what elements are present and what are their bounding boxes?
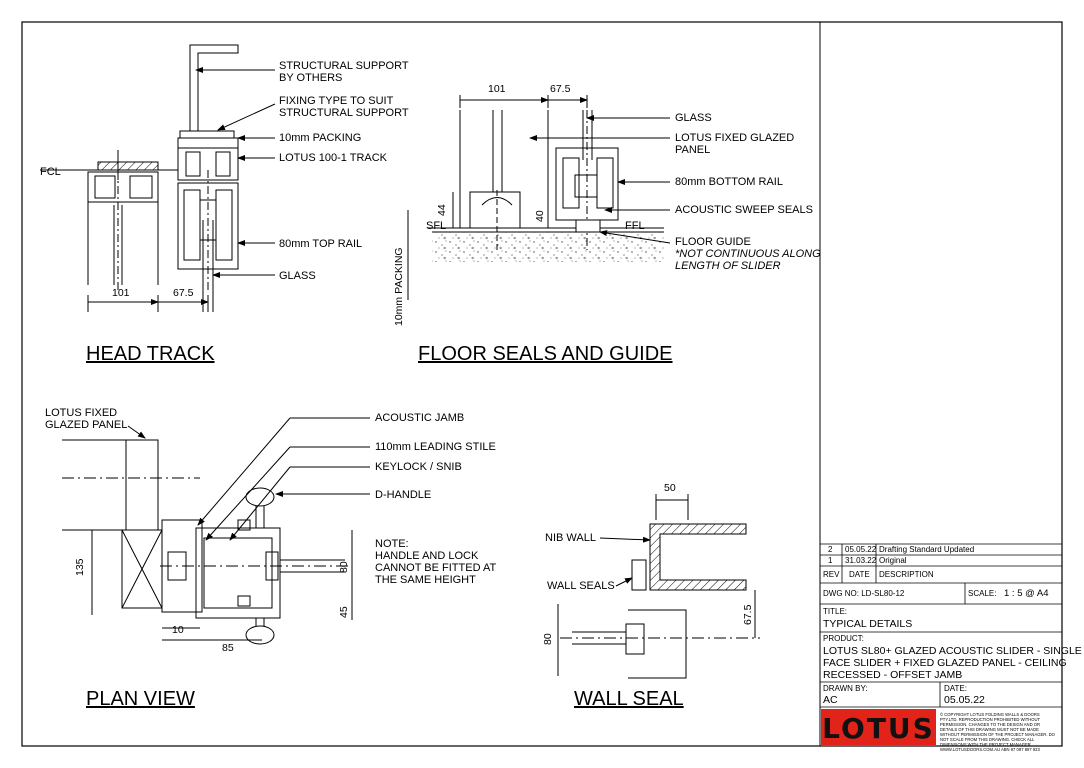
floor-dim-40: 40 (534, 210, 546, 222)
title-block-lines (820, 543, 1062, 708)
wall-seal-title: WALL SEAL (574, 688, 684, 710)
wall-dim-80: 80 (542, 633, 554, 645)
rev-2-number: 2 (828, 545, 833, 554)
plan-label-fixed-2: GLAZED PANEL (45, 419, 128, 431)
plan-note-title: NOTE: (375, 538, 409, 550)
head-label-fixing-1: FIXING TYPE TO SUIT (279, 95, 394, 107)
floor-dim-packing: 10mm PACKING (393, 247, 405, 326)
floor-label-sweep: ACOUSTIC SWEEP SEALS (675, 204, 813, 216)
head-label-support-1: STRUCTURAL SUPPORT (279, 60, 409, 72)
drawn-by-label: DRAWN BY: (823, 684, 868, 693)
drawn-by-value: AC (823, 694, 838, 706)
date-header: DATE (849, 570, 870, 579)
rev-2-desc: Drafting Standard Updated (879, 545, 975, 554)
floor-dim-101: 101 (488, 83, 506, 95)
copyright-text: © COPYRIGHT LOTUS FOLDING WALLS & DOORS … (940, 712, 1055, 752)
plan-label-keylock: KEYLOCK / SNIB (375, 461, 462, 473)
rev-2-date: 05.05.22 (845, 545, 877, 554)
floor-label-bottom-rail: 80mm BOTTOM RAIL (675, 176, 783, 188)
date-label: DATE: (944, 684, 967, 693)
dwg-number: DWG NO: LD-SL80-12 (823, 589, 905, 598)
product-line-2: FACE SLIDER + FIXED GLAZED PANEL - CEILI… (823, 657, 1067, 669)
plan-dim-45: 45 (338, 606, 350, 618)
plan-view-drawing (62, 417, 370, 645)
floor-label-glass: GLASS (675, 112, 712, 124)
plan-view-title: PLAN VIEW (86, 688, 195, 710)
head-dim-101: 101 (112, 287, 130, 299)
plan-label-handle: D-HANDLE (375, 489, 432, 501)
lotus-logo: LOTUS (821, 709, 936, 745)
head-label-support-2: BY OTHERS (279, 72, 343, 84)
rev-header: REV (823, 570, 840, 579)
wall-label-seals: WALL SEALS (547, 580, 615, 592)
head-track-drawing (40, 44, 276, 312)
floor-dim-67: 67.5 (550, 83, 571, 95)
plan-note-line-2: CANNOT BE FITTED AT (375, 562, 497, 574)
floor-label-sfl: SFL (426, 220, 447, 232)
plan-dim-80: 80 (338, 561, 350, 573)
plan-note-line-1: HANDLE AND LOCK (375, 550, 479, 562)
plan-label-jamb: ACOUSTIC JAMB (375, 412, 465, 424)
floor-label-note-2: LENGTH OF SLIDER (675, 260, 781, 272)
rev-1-desc: Original (879, 556, 907, 565)
title-label: TITLE: (823, 607, 848, 616)
plan-note-line-3: THE SAME HEIGHT (375, 574, 476, 586)
wall-dim-67: 67.5 (742, 604, 754, 625)
floor-dim-44: 44 (436, 204, 448, 216)
head-label-track: LOTUS 100-1 TRACK (279, 152, 388, 164)
floor-label-fixed-1: LOTUS FIXED GLAZED (675, 132, 795, 144)
plan-dim-10: 10 (172, 624, 184, 636)
wall-label-nib: NIB WALL (545, 532, 596, 544)
head-label-fcl: FCL (40, 166, 61, 178)
floor-seals-drawing (407, 95, 671, 300)
scale-value: 1 : 5 @ A4 (1004, 588, 1049, 599)
product-line-1: LOTUS SL80+ GLAZED ACOUSTIC SLIDER - SIN… (823, 645, 1082, 657)
wall-seal-drawing (557, 494, 760, 679)
head-dim-67: 67.5 (173, 287, 194, 299)
plan-dim-85: 85 (222, 642, 234, 654)
plan-dim-135: 135 (74, 558, 86, 576)
head-label-top-rail: 80mm TOP RAIL (279, 238, 363, 250)
product-line-3: RECESSED - OFFSET JAMB (823, 669, 963, 681)
wall-dim-50: 50 (664, 482, 676, 494)
product-label: PRODUCT: (823, 634, 864, 643)
rev-1-number: 1 (828, 556, 833, 565)
head-label-packing: 10mm PACKING (279, 132, 362, 144)
description-header: DESCRIPTION (879, 570, 934, 579)
plan-label-stile: 110mm LEADING STILE (375, 441, 496, 453)
floor-seals-title: FLOOR SEALS AND GUIDE (418, 343, 673, 365)
logo-text: LOTUS (822, 712, 935, 745)
scale-label: SCALE: (968, 589, 997, 598)
floor-label-ffl: FFL (625, 220, 645, 232)
floor-label-note-1: *NOT CONTINUOUS ALONG (675, 248, 821, 260)
title-value: TYPICAL DETAILS (823, 618, 913, 630)
head-label-fixing-2: STRUCTURAL SUPPORT (279, 107, 409, 119)
plan-label-fixed-1: LOTUS FIXED (45, 407, 118, 419)
floor-label-guide: FLOOR GUIDE (675, 236, 751, 248)
floor-label-fixed-2: PANEL (675, 144, 711, 156)
rev-1-date: 31.03.22 (845, 556, 877, 565)
head-track-title: HEAD TRACK (86, 343, 215, 365)
head-label-glass: GLASS (279, 270, 316, 282)
date-value: 05.05.22 (944, 694, 985, 706)
